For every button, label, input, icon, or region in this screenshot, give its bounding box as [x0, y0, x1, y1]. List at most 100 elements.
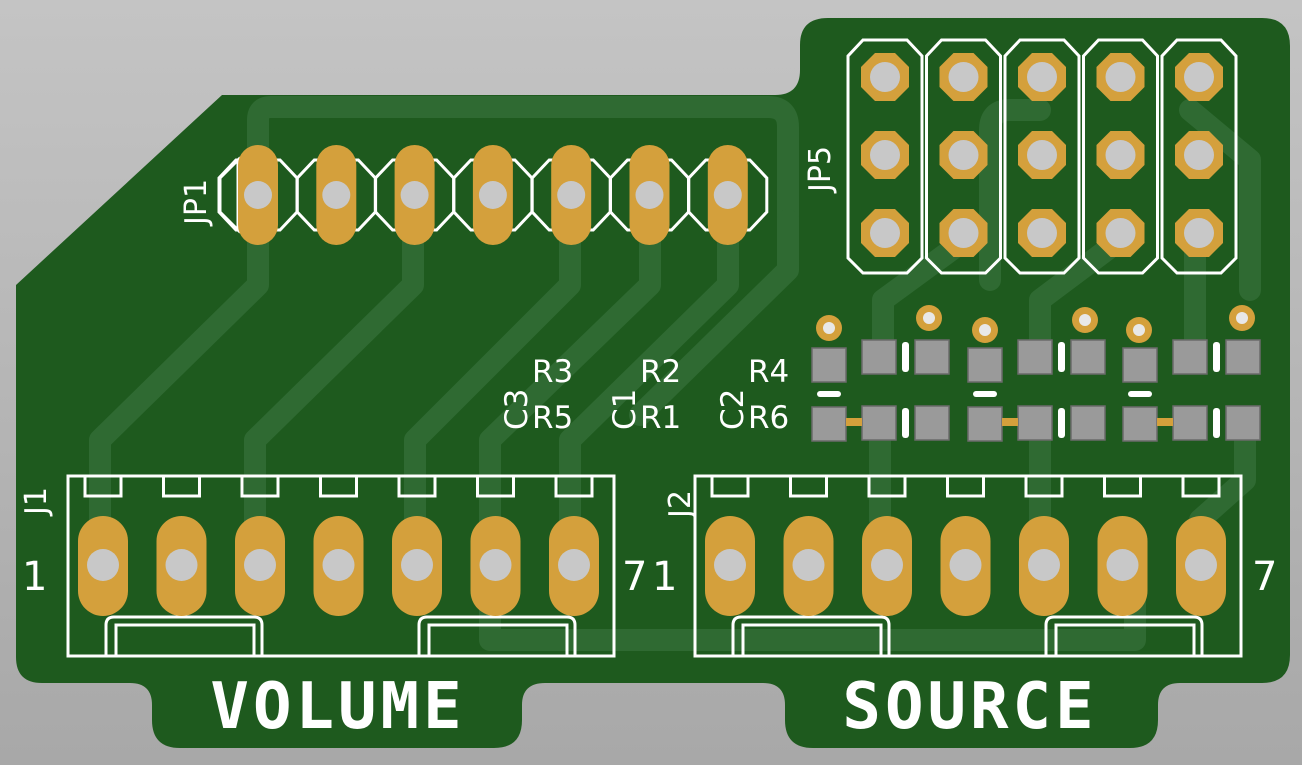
j1-drill — [87, 549, 119, 581]
c1-label: C1 — [607, 389, 643, 430]
j1-lock-tab-inner — [114, 623, 256, 658]
cap-pad — [1122, 406, 1158, 442]
jp1-drill — [635, 181, 664, 209]
trace-pad — [846, 418, 862, 426]
j1-lock-tab — [417, 615, 577, 656]
resistor-pad — [1070, 405, 1106, 441]
j1-drill — [244, 549, 276, 581]
c2-label: C2 — [715, 389, 751, 430]
r4-label: R4 — [748, 354, 789, 390]
jp1-pin-outline — [530, 158, 612, 232]
r6-label: R6 — [748, 400, 789, 436]
source-label: SOURCE — [842, 670, 1097, 744]
jp1-drill — [244, 181, 272, 209]
jp1-pin-outline — [687, 158, 769, 232]
via-hole — [1079, 314, 1091, 326]
c3-label: C3 — [499, 389, 535, 430]
resistor-pad — [914, 405, 950, 441]
j2-pin1-label: 1 — [652, 554, 677, 600]
resistor-pad — [1070, 339, 1106, 375]
j1-drill — [479, 549, 512, 581]
j2-lock-tab — [1044, 615, 1204, 656]
j1-latch — [476, 474, 515, 498]
jp5-drill — [1105, 140, 1136, 170]
jp5-column-outline — [1160, 38, 1238, 275]
j1-latch — [319, 474, 358, 498]
cap-pad — [967, 406, 1003, 442]
j1-drill — [558, 549, 590, 581]
j2-connector — [693, 474, 1243, 658]
jp5-header — [846, 38, 1238, 275]
jp5-drill — [870, 62, 900, 92]
jp1-pin-outline — [452, 158, 534, 232]
silk-mark — [902, 408, 909, 438]
j2-label: J2 — [663, 490, 698, 520]
via-hole — [1133, 324, 1145, 336]
jp5-drill — [1184, 140, 1214, 170]
trace-pad — [1157, 418, 1173, 426]
via-hole — [979, 324, 991, 336]
j1-pin1-label: 1 — [22, 554, 47, 600]
silk-mark — [1058, 408, 1065, 438]
resistor-pad — [861, 339, 897, 375]
trace-pad — [1002, 418, 1018, 426]
jp1-drill — [713, 181, 742, 209]
j2-latch — [789, 474, 828, 498]
j1-pin7-label: 7 — [622, 554, 647, 600]
jp5-drill — [1105, 218, 1136, 248]
jp5-drill — [1184, 62, 1214, 92]
jp5-drill — [1184, 218, 1214, 248]
j2-lock-tab — [731, 615, 891, 656]
j1-drill — [322, 549, 355, 581]
cap-pad — [811, 406, 847, 442]
j1-lock-tab-inner — [427, 623, 569, 658]
j2-latch — [867, 474, 907, 498]
silk-mark — [1058, 342, 1065, 372]
j2-lock-tab-inner — [1054, 623, 1196, 658]
resistor-pad — [1225, 339, 1261, 375]
j1-latch — [397, 474, 437, 498]
silk-mark — [1128, 391, 1152, 397]
j2-drill — [714, 549, 746, 581]
jp1-pin-outline — [217, 158, 299, 232]
jp5-drill — [1027, 218, 1057, 248]
resistor-pad — [1017, 339, 1053, 375]
jp1-pin-outline — [609, 158, 690, 232]
jp5-column-outline — [1082, 38, 1159, 275]
jp1-pin-outline — [374, 158, 456, 232]
resistor-pad — [1172, 405, 1208, 441]
jp1-drill — [322, 181, 351, 209]
j1-drill — [165, 549, 198, 581]
r1-label: R1 — [640, 400, 681, 436]
jp5-drill — [870, 140, 900, 170]
via-hole — [823, 322, 835, 334]
jp5-label: JP5 — [803, 146, 838, 194]
j1-latch — [554, 474, 594, 498]
jp5-drill — [948, 62, 979, 92]
jp5-column-outline — [1003, 38, 1081, 275]
jp5-drill — [870, 218, 900, 248]
silk-mark — [1213, 408, 1220, 438]
r5-label: R5 — [532, 400, 573, 436]
j2-latch — [710, 474, 750, 498]
jp5-drill — [948, 140, 979, 170]
resistor-pad — [1172, 339, 1208, 375]
j2-pin7-label: 7 — [1252, 554, 1277, 600]
j2-drill — [1185, 549, 1217, 581]
volume-label: VOLUME — [210, 670, 465, 744]
j1-connector — [66, 474, 616, 658]
jp1-pin-outline — [295, 158, 377, 232]
j2-latch — [1103, 474, 1142, 498]
j2-drill — [792, 549, 825, 581]
silk-mark — [973, 391, 997, 397]
jp1-label: JP1 — [179, 179, 214, 227]
smd-components — [811, 305, 1261, 442]
j2-drill — [1028, 549, 1060, 581]
cap-pad — [811, 347, 847, 383]
j1-lock-tab — [104, 615, 264, 656]
jp5-drill — [948, 218, 979, 248]
cap-pad — [967, 347, 1003, 383]
silk-mark — [1213, 342, 1220, 372]
